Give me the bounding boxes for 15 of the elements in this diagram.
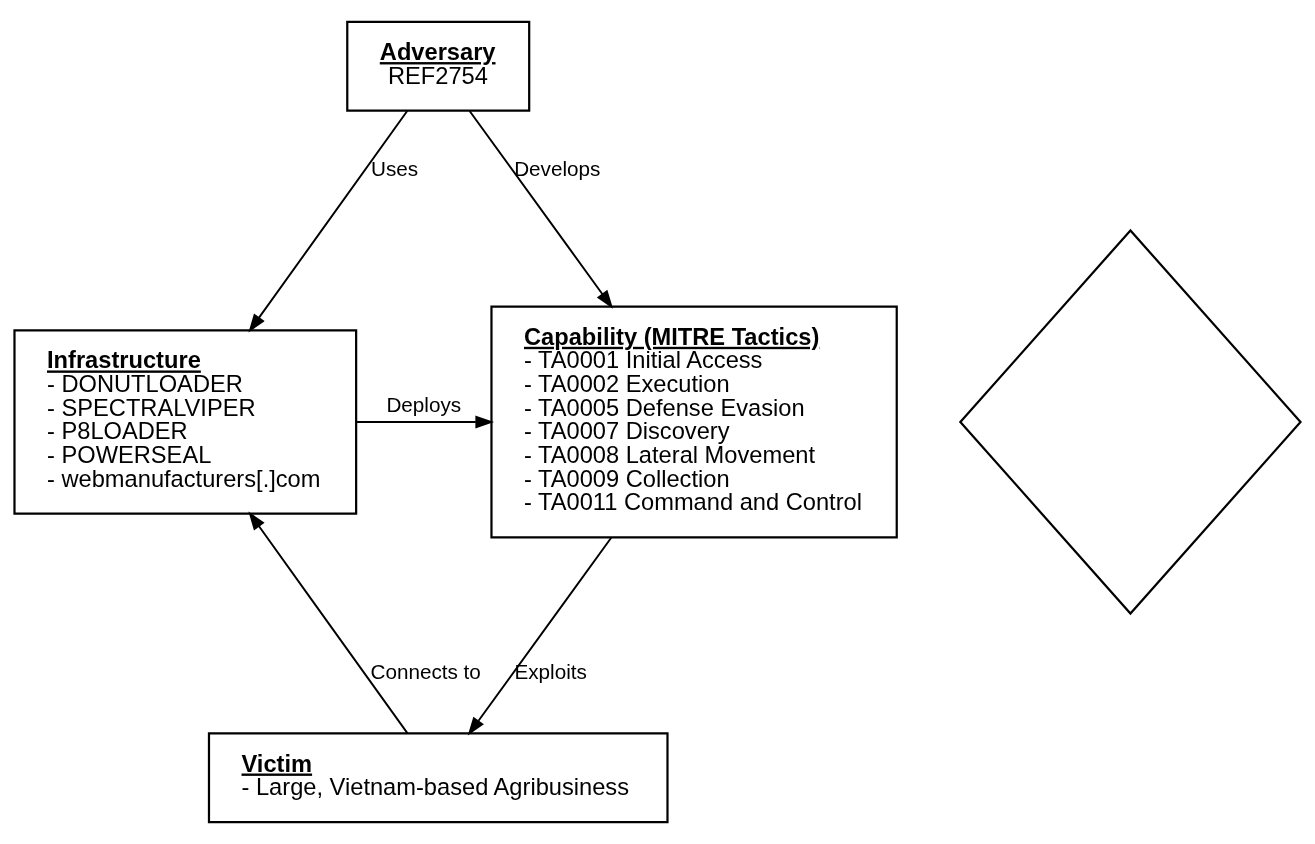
node-box: Capability (MITRE Tactics) - TA0001 Initial Access - TA0002 Execution - TA0005 Defense Evasion - TA0007 Discovery - TA0008 Lateral Movement - TA0009 Collection - TA0011 Command and Control bbox=[490, 305, 898, 539]
arrow bbox=[248, 110, 409, 333]
edge-label: Develops bbox=[514, 157, 601, 181]
arrow bbox=[467, 536, 613, 736]
arrow bbox=[355, 415, 495, 429]
edge-label: Uses bbox=[371, 157, 419, 181]
edge-label: Connects to bbox=[370, 659, 481, 683]
edge-label: Deploys bbox=[386, 392, 462, 416]
node-box: Infrastructure - DONUTLOADER - SPECTRALVIPER - P8LOADER - POWERSEAL - webmanufacturers[.]com bbox=[13, 329, 358, 515]
node-box: Victim - Large, Vietnam-based Agribusiness bbox=[207, 732, 669, 824]
edge-label: Exploits bbox=[514, 659, 587, 683]
node-diamond bbox=[958, 228, 1302, 616]
node-box: Adversary REF2754 bbox=[346, 20, 531, 112]
arrow bbox=[248, 511, 409, 735]
arrow bbox=[468, 110, 614, 309]
